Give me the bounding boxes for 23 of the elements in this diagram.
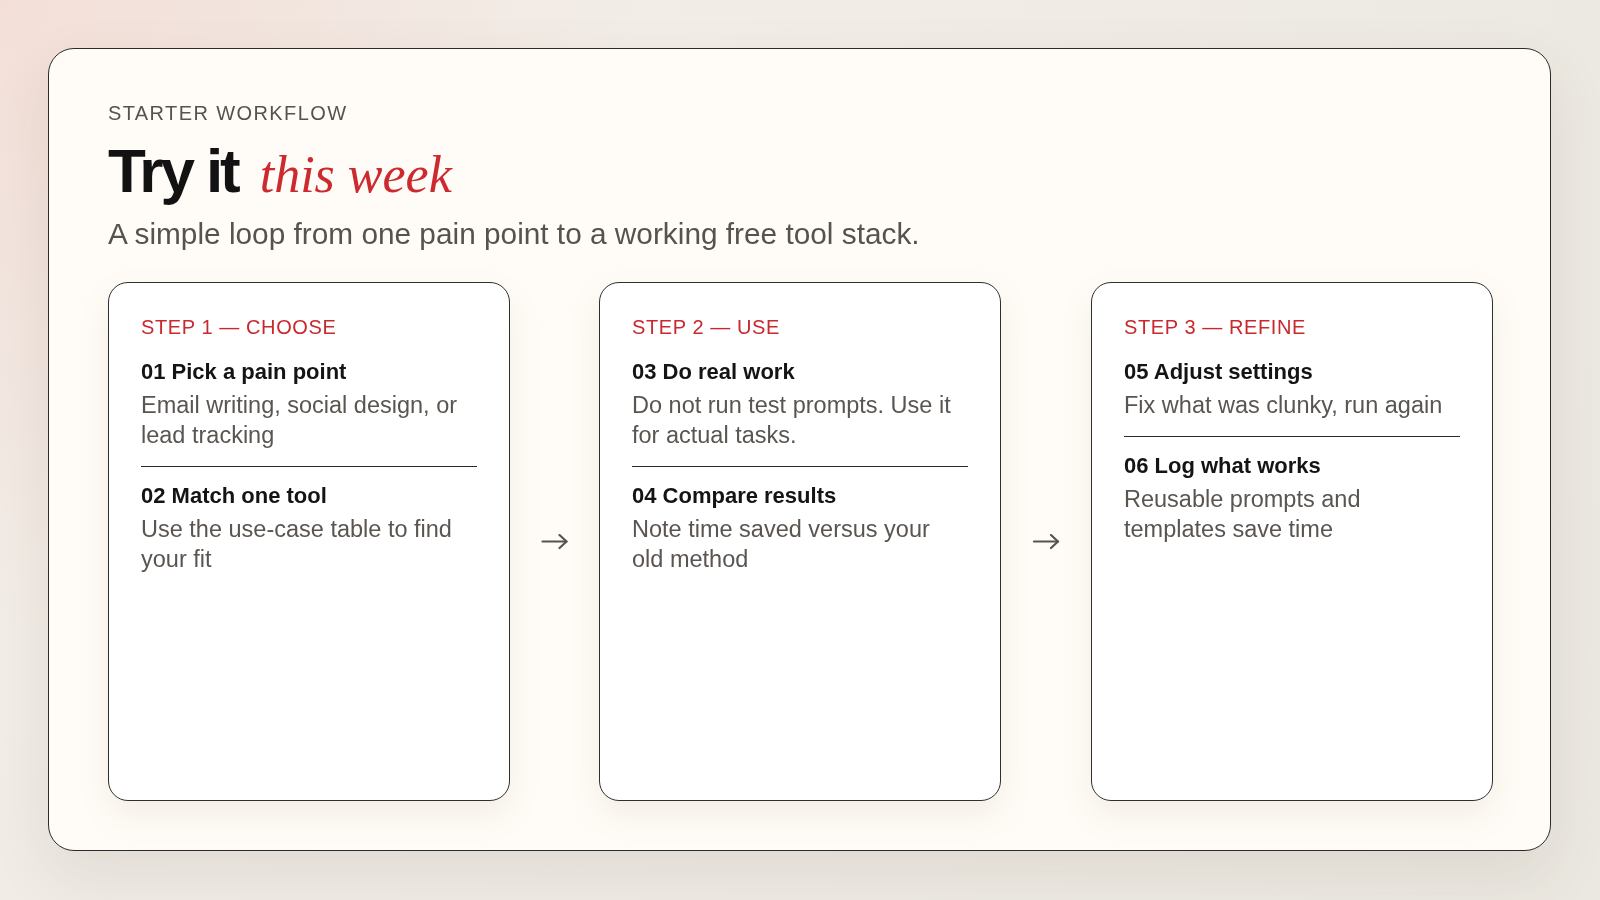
step-description: Email writing, social design, or lead tracking xyxy=(141,391,459,450)
step-title: 02 Match one tool xyxy=(141,482,328,510)
step-card xyxy=(599,282,1001,801)
step-label: STEP 2 — USE xyxy=(632,315,781,339)
subtitle: A simple loop from one pain point to a working free tool stack. xyxy=(108,216,920,252)
step-card xyxy=(108,282,510,801)
step-card xyxy=(1091,282,1493,801)
step-description: Use the use-case table to find your fit xyxy=(141,515,453,574)
step-description: Do not run test prompts. Use it for actual tasks. xyxy=(632,391,952,450)
arrow xyxy=(1032,533,1060,550)
arrow xyxy=(541,533,568,550)
kicker-text: STARTER WORKFLOW xyxy=(108,101,348,125)
step-description: Reusable prompts and templates save time xyxy=(1124,485,1362,544)
step-title: 06 Log what works xyxy=(1124,452,1322,480)
step-title: 04 Compare results xyxy=(632,482,838,510)
step-title: 05 Adjust settings xyxy=(1124,358,1314,386)
step-label: STEP 1 — CHOOSE xyxy=(141,315,338,339)
step-description: Fix what was clunky, run again xyxy=(1124,391,1444,420)
title: Try it this week xyxy=(108,139,452,207)
step-label: STEP 3 — REFINE xyxy=(1124,315,1307,339)
step-title: 03 Do real work xyxy=(632,358,796,386)
step-title: 01 Pick a pain point xyxy=(141,358,348,386)
step-description: Note time saved versus your old method xyxy=(632,515,931,574)
